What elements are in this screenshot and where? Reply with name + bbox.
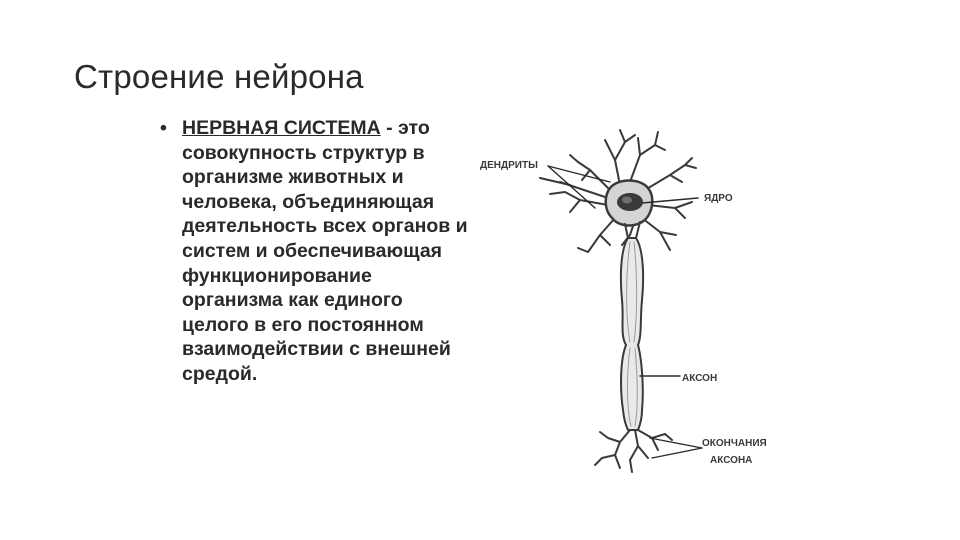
dendrites [539, 129, 697, 253]
slide-title: Строение нейрона [74, 58, 364, 95]
label-dendrites: ДЕНДРИТЫ [480, 160, 538, 171]
neuron-diagram: ДЕНДРИТЫ ЯДРО АКСОН ОКОНЧАНИЯ АКСОНА [470, 120, 790, 485]
label-axon-endings-2: АКСОНА [710, 455, 752, 466]
label-axon-endings-1: ОКОНЧАНИЯ [702, 438, 767, 449]
definition-paragraph: НЕРВНАЯ СИСТЕМА - это совокупность струк… [182, 116, 470, 387]
term-nervous-system: НЕРВНАЯ СИСТЕМА [182, 117, 381, 139]
axon-terminals [594, 429, 673, 473]
axon [619, 237, 645, 431]
definition-text: - это совокупность структур в организме … [182, 117, 468, 385]
bullet-marker: • [160, 117, 167, 139]
label-axon: АКСОН [682, 373, 717, 384]
body-text: • НЕРВНАЯ СИСТЕМА - это совокупность стр… [160, 116, 470, 387]
label-nucleus: ЯДРО [704, 193, 733, 204]
pointer-lines [547, 165, 703, 459]
